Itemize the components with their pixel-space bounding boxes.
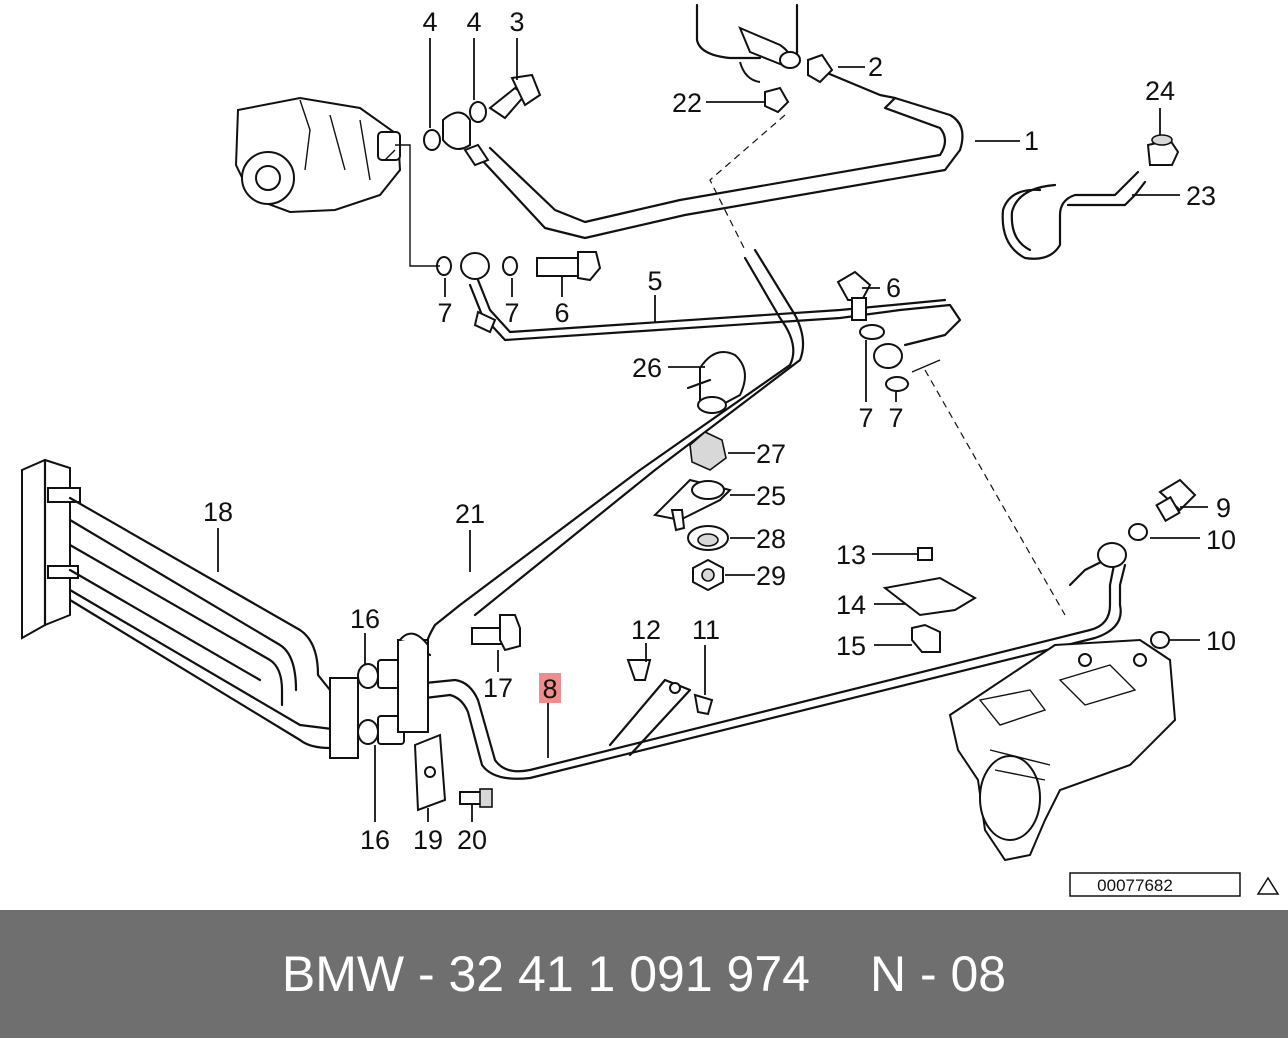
banjo-fittings-right-icon [836,270,909,392]
clip-bracket-icon [608,659,714,757]
steering-box-icon [948,638,1177,862]
reference-number: 00077682 [1097,876,1173,895]
highlight-marker [539,673,561,703]
part-label-6[interactable]: 6 [554,298,569,328]
part-label-4[interactable]: 4 [466,7,481,37]
steering-pump-icon [234,96,402,214]
bracket-14-icon [882,547,977,653]
feed-line-8 [423,558,1117,773]
triangle-icon [1256,876,1280,895]
part-label-7[interactable]: 7 [504,298,519,328]
mount-parts-icon [652,431,732,592]
part-label-11[interactable]: 11 [692,615,720,645]
part-label-15[interactable]: 15 [836,631,866,661]
part-label-16[interactable]: 16 [360,825,390,855]
part-label-7[interactable]: 7 [888,403,903,433]
part-number-text: BMW - 32 41 1 091 974 [281,946,810,1002]
parts-diagram: 4 4 3 2 22 1 24 23 5 6 7 7 6 26 7 7 27 2… [21,3,1280,897]
part-label-29[interactable]: 29 [756,561,786,591]
bracket-19-icon [413,733,493,812]
bolt-17-icon [471,614,521,652]
banjo-fittings-top-icon [423,73,542,167]
part-label-16[interactable]: 16 [350,604,380,634]
reservoir-icon [695,3,801,83]
return-hose-line [478,96,964,240]
part-label-3[interactable]: 3 [509,7,524,37]
part-label-28[interactable]: 28 [756,524,786,554]
part-label-14[interactable]: 14 [836,590,866,620]
part-label-20[interactable]: 20 [457,825,487,855]
part-label-4[interactable]: 4 [422,7,437,37]
part-label-19[interactable]: 19 [413,825,443,855]
part-label-13[interactable]: 13 [836,540,866,570]
part-label-1[interactable]: 1 [1024,126,1039,156]
part-label-17[interactable]: 17 [483,673,513,703]
part-label-18[interactable]: 18 [203,497,233,527]
position-text: N - 08 [869,946,1007,1002]
part-label-25[interactable]: 25 [756,481,786,511]
cooler-fittings-icon [329,632,429,759]
part-label-10[interactable]: 10 [1206,626,1236,656]
part-label-21[interactable]: 21 [455,499,485,529]
part-label-2[interactable]: 2 [868,52,883,82]
part-label-9[interactable]: 9 [1216,493,1231,523]
part-label-27[interactable]: 27 [756,439,786,469]
part-label-22[interactable]: 22 [672,88,702,118]
banjo-fittings-mid-icon [436,251,602,334]
part-label-23[interactable]: 23 [1186,181,1216,211]
banjo-fittings-box-icon [1097,478,1197,649]
part-label-10[interactable]: 10 [1206,525,1236,555]
part-label-26[interactable]: 26 [632,353,662,383]
part-label-7[interactable]: 7 [858,403,873,433]
part-label-7[interactable]: 7 [437,298,452,328]
reference-box: 00077682 [1069,872,1280,897]
clamp-26-icon [686,351,746,414]
part-label-24[interactable]: 24 [1145,76,1175,106]
part-label-12[interactable]: 12 [631,615,661,645]
oil-cooler-icon [21,458,347,750]
part-label-5[interactable]: 5 [647,266,662,296]
part-label-6[interactable]: 6 [886,273,901,303]
clamp-2-22-icon [764,53,834,114]
part-number-footer: BMW - 32 41 1 091 974 N - 08 [0,910,1288,1038]
part-label-8[interactable]: 8 [542,674,557,704]
vent-hose-icon [1001,134,1180,260]
leader-lines [217,38,1208,822]
